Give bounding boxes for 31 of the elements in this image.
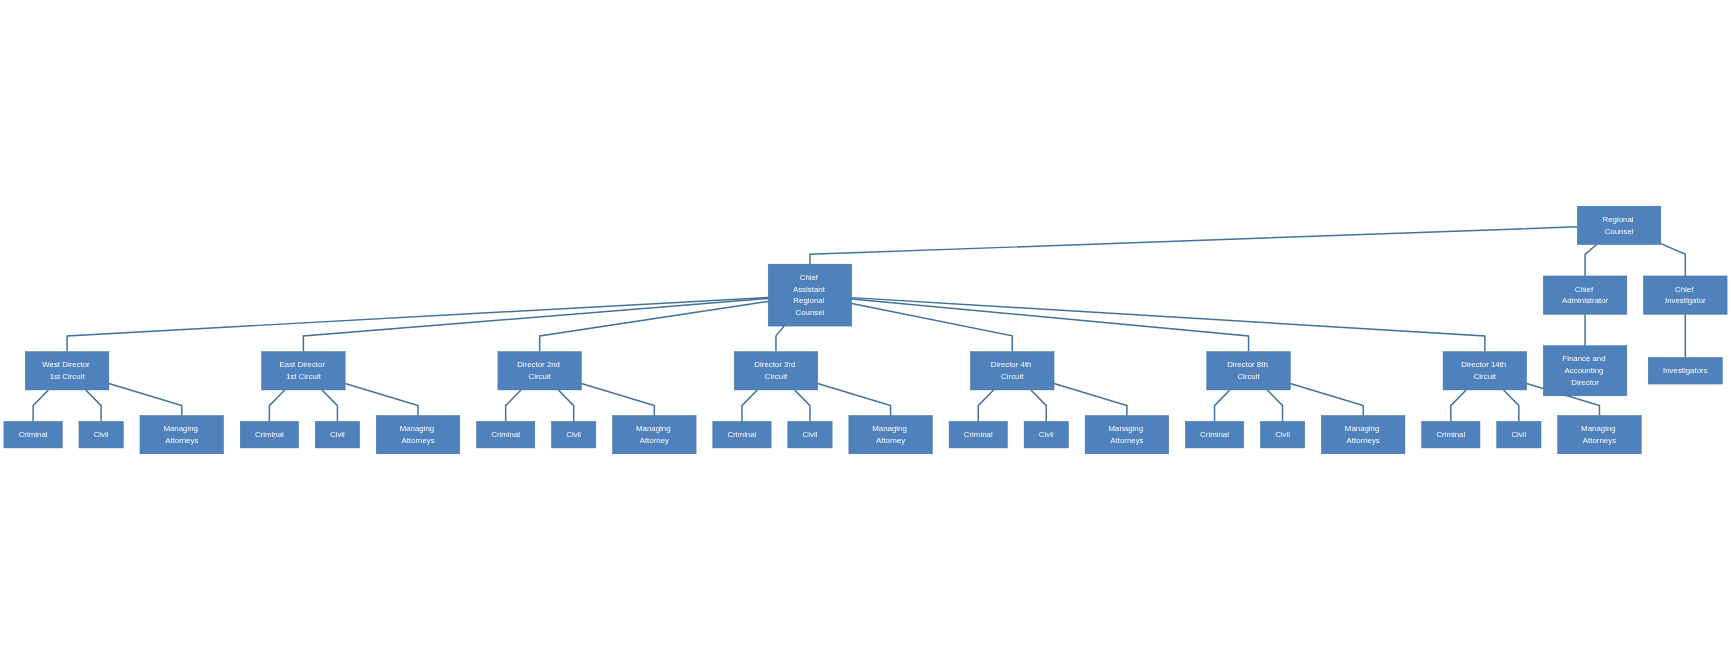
connector — [977, 389, 995, 423]
connector — [32, 389, 50, 423]
connector — [1213, 389, 1231, 423]
connector — [580, 382, 656, 417]
connector — [817, 382, 892, 417]
connector — [775, 325, 785, 353]
connector — [1053, 382, 1128, 417]
connector — [741, 389, 758, 423]
connector — [1030, 389, 1047, 423]
connector — [268, 389, 286, 423]
connector — [504, 389, 522, 423]
connector — [538, 300, 769, 353]
connector — [1584, 313, 1586, 347]
connector — [851, 298, 1250, 353]
connector — [85, 389, 102, 423]
connector — [1289, 382, 1364, 417]
connector — [1450, 389, 1467, 423]
connector — [851, 296, 1486, 353]
connector — [1266, 389, 1284, 423]
connector — [557, 389, 575, 423]
connector — [793, 389, 811, 423]
connector — [66, 296, 769, 353]
connector — [1502, 389, 1520, 423]
connector — [851, 302, 1013, 353]
connector — [1684, 313, 1687, 359]
connector — [108, 382, 183, 417]
connector — [809, 226, 1579, 265]
connector — [344, 382, 419, 417]
connector — [321, 389, 339, 423]
connector — [302, 297, 769, 353]
connector — [1584, 243, 1598, 277]
